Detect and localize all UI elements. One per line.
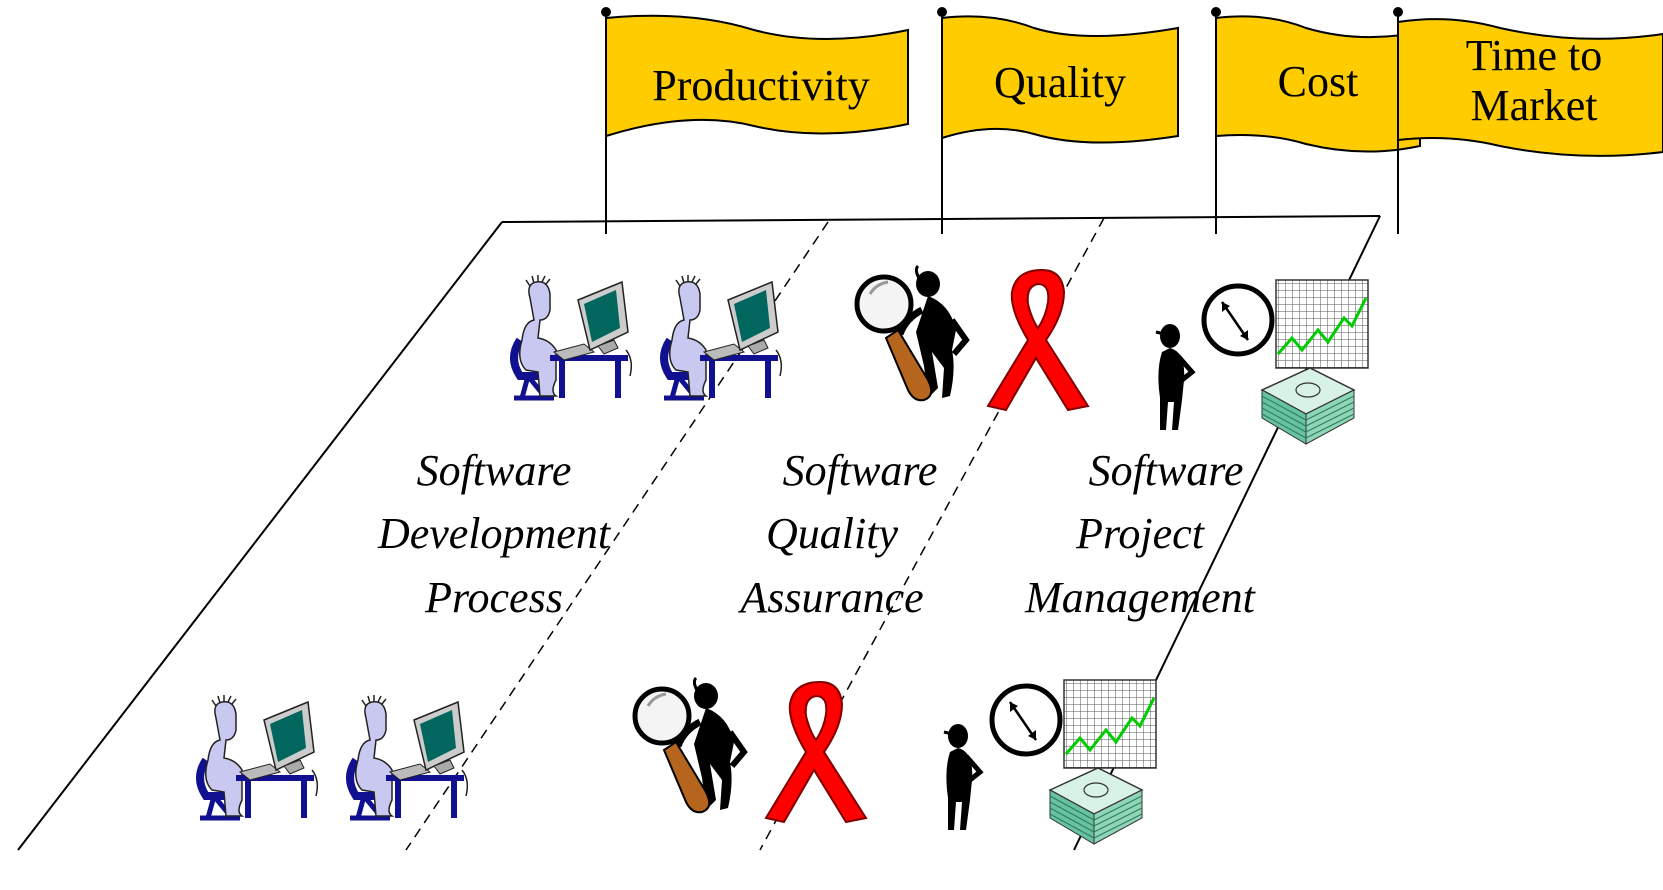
lane-label-line-2: Development bbox=[377, 509, 612, 558]
red-ribbon-icon bbox=[987, 269, 1089, 411]
flag-banner bbox=[1215, 15, 1421, 153]
flagpole-knob bbox=[937, 7, 947, 17]
flag-label: Cost bbox=[1278, 57, 1359, 106]
manager-icon bbox=[1156, 280, 1368, 444]
flag-banner bbox=[1397, 18, 1663, 157]
lane-label-line-2: Project bbox=[1075, 509, 1206, 558]
flag-label: Productivity bbox=[652, 61, 870, 110]
flag-banner bbox=[605, 14, 909, 138]
flag-label-line-2: Market bbox=[1470, 81, 1597, 130]
magnifier-inspector-icon bbox=[857, 266, 966, 400]
lane-label-line-1: Software bbox=[417, 446, 572, 495]
flag-banner bbox=[941, 15, 1179, 144]
flag-time-to-market: Time to Market bbox=[1393, 7, 1663, 234]
flagpole-knob bbox=[1211, 7, 1221, 17]
lane-label-line-1: Software bbox=[1089, 446, 1244, 495]
magnifier-inspector-icon bbox=[635, 678, 744, 812]
flag-quality: Quality bbox=[937, 7, 1179, 234]
road-left-edge bbox=[17, 221, 503, 851]
flag-productivity: Productivity bbox=[601, 7, 909, 234]
lane-label-line-3: Management bbox=[1024, 573, 1256, 622]
flag-label-line-1: Time to bbox=[1466, 31, 1603, 80]
lane-label-line-3: Assurance bbox=[737, 573, 923, 622]
lane-label-project-management: Software Project Management bbox=[1024, 446, 1256, 622]
programmer-icon bbox=[200, 695, 317, 818]
lane-label-quality-assurance: Software Quality Assurance bbox=[737, 446, 937, 622]
flag-cost: Cost bbox=[1211, 7, 1421, 234]
flagpole-knob bbox=[601, 7, 611, 17]
manager-icon bbox=[944, 680, 1156, 844]
lane-label-line-1: Software bbox=[783, 446, 938, 495]
lane-label-line-3: Process bbox=[424, 573, 563, 622]
lane-label-development: Software Development Process bbox=[377, 446, 612, 622]
programmer-icon bbox=[514, 275, 631, 398]
flag-label: Quality bbox=[994, 58, 1126, 107]
programmer-icon bbox=[350, 695, 467, 818]
flagpole-knob bbox=[1393, 7, 1403, 17]
lane-label-line-2: Quality bbox=[766, 509, 898, 558]
red-ribbon-icon bbox=[765, 681, 867, 823]
